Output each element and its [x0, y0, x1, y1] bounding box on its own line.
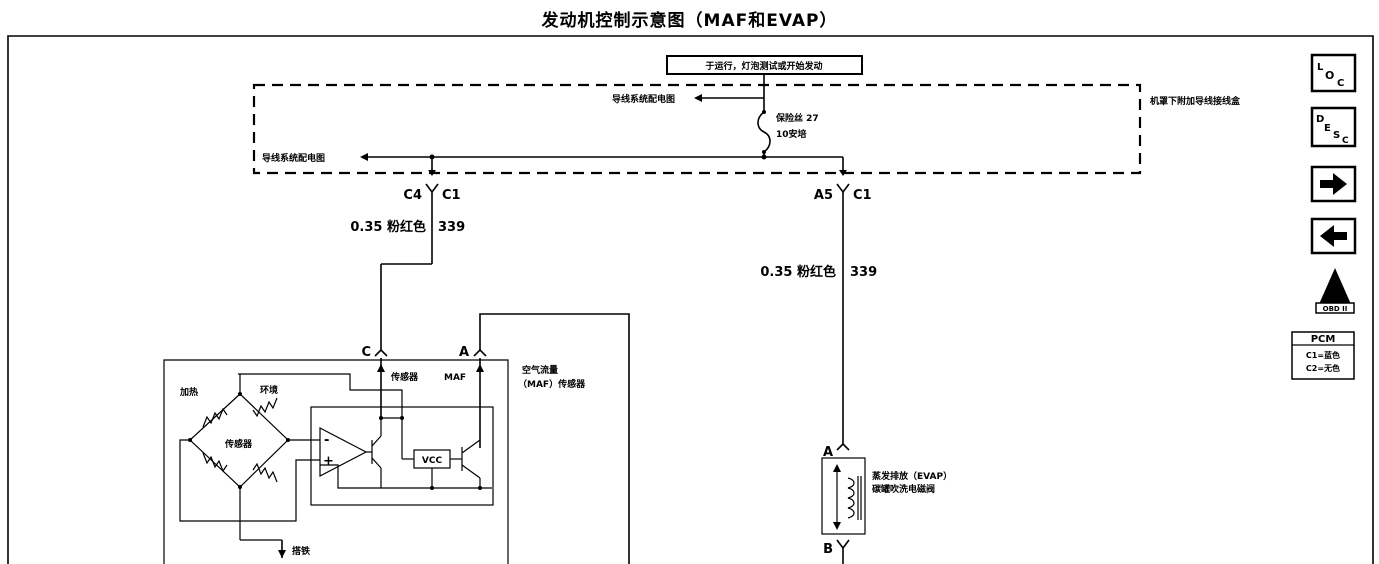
vcc-label: VCC — [422, 456, 443, 466]
evap-pin-b: B — [823, 542, 833, 557]
maf-ambient-label: 环境 — [260, 384, 278, 396]
header-box-text: 于运行，灯泡测试或开始发动 — [705, 60, 822, 72]
junction-box-label: 机罩下附加导线接线盒 — [1150, 95, 1241, 107]
fuse-rating: 10安培 — [776, 128, 807, 140]
junction-box-outline — [252, 83, 1142, 175]
svg-text:O: O — [1325, 69, 1334, 82]
diagram-title: 发动机控制示意图（MAF和EVAP） — [541, 11, 838, 31]
svg-text:C: C — [1342, 136, 1349, 146]
diagram-frame — [7, 35, 1374, 564]
fuse-27 — [757, 111, 771, 153]
svg-text:S: S — [1333, 130, 1340, 141]
opamp-minus: - — [324, 433, 329, 448]
connector-left-conn: C1 — [442, 188, 461, 203]
svg-text:E: E — [1324, 123, 1331, 134]
evap-pin-a: A — [823, 445, 833, 460]
maf-sensor: 空气流量 （MAF）传感器 传感器 MAF 加热 环境 传感器 搭铁 — [163, 358, 586, 564]
maf-pin-c-label: 传感器 — [390, 371, 419, 383]
arrow-left-icon — [1320, 225, 1347, 247]
maf-name-line1: 空气流量 — [522, 364, 558, 376]
loc-button[interactable]: L O C — [1310, 53, 1357, 93]
arrow-right-icon — [1320, 173, 1347, 195]
connector-right-conn: C1 — [853, 188, 872, 203]
evap-solenoid: A 蒸发排放（EVAP） 碳罐吹洗电磁阀 B — [821, 442, 952, 564]
svg-text:D: D — [1316, 114, 1324, 125]
pcm-legend: PCM C1=蓝色 C2=无色 — [1291, 331, 1355, 380]
maf-pin-a: A — [459, 345, 469, 360]
maf-heated-label: 加热 — [179, 386, 198, 398]
svg-text:C: C — [1337, 78, 1344, 89]
connector-left-pin: C4 — [403, 188, 422, 203]
wiring-ref-left: 导线系统配电图 — [262, 152, 325, 164]
maf-pin-c: C — [361, 345, 371, 360]
prev-button[interactable] — [1310, 217, 1357, 255]
pcm-c1: C1=蓝色 — [1306, 350, 1340, 360]
maf-bridge-label: 传感器 — [224, 438, 253, 450]
evap-name-line2: 碳罐吹洗电磁阀 — [872, 483, 935, 495]
fuse-name: 保险丝 27 — [775, 112, 819, 124]
wire-left-circuit: 339 — [438, 220, 465, 235]
connector-right-pin: A5 — [814, 188, 833, 203]
wire-left-spec: 0.35 粉红色 — [350, 219, 426, 235]
maf-ground-label: 搭铁 — [292, 545, 310, 557]
pcm-title: PCM — [1311, 334, 1336, 345]
maf-pin-a-label: MAF — [444, 373, 466, 383]
next-button[interactable] — [1310, 165, 1357, 203]
wire-right-circuit: 339 — [850, 265, 877, 280]
maf-name-line2: （MAF）传感器 — [518, 378, 586, 390]
obd-ii-label: OBD II — [1323, 305, 1348, 313]
svg-text:L: L — [1317, 62, 1324, 73]
desc-button[interactable]: D E S C — [1310, 106, 1357, 148]
obd-ii-icon[interactable]: OBD II — [1315, 268, 1355, 314]
pcm-c2: C2=无色 — [1306, 363, 1340, 373]
wiring-ref-upper: 导线系统配电图 — [612, 93, 675, 105]
opamp-plus: + — [323, 454, 334, 469]
wire-right-spec: 0.35 粉红色 — [760, 264, 836, 280]
evap-name-line1: 蒸发排放（EVAP） — [872, 470, 952, 482]
